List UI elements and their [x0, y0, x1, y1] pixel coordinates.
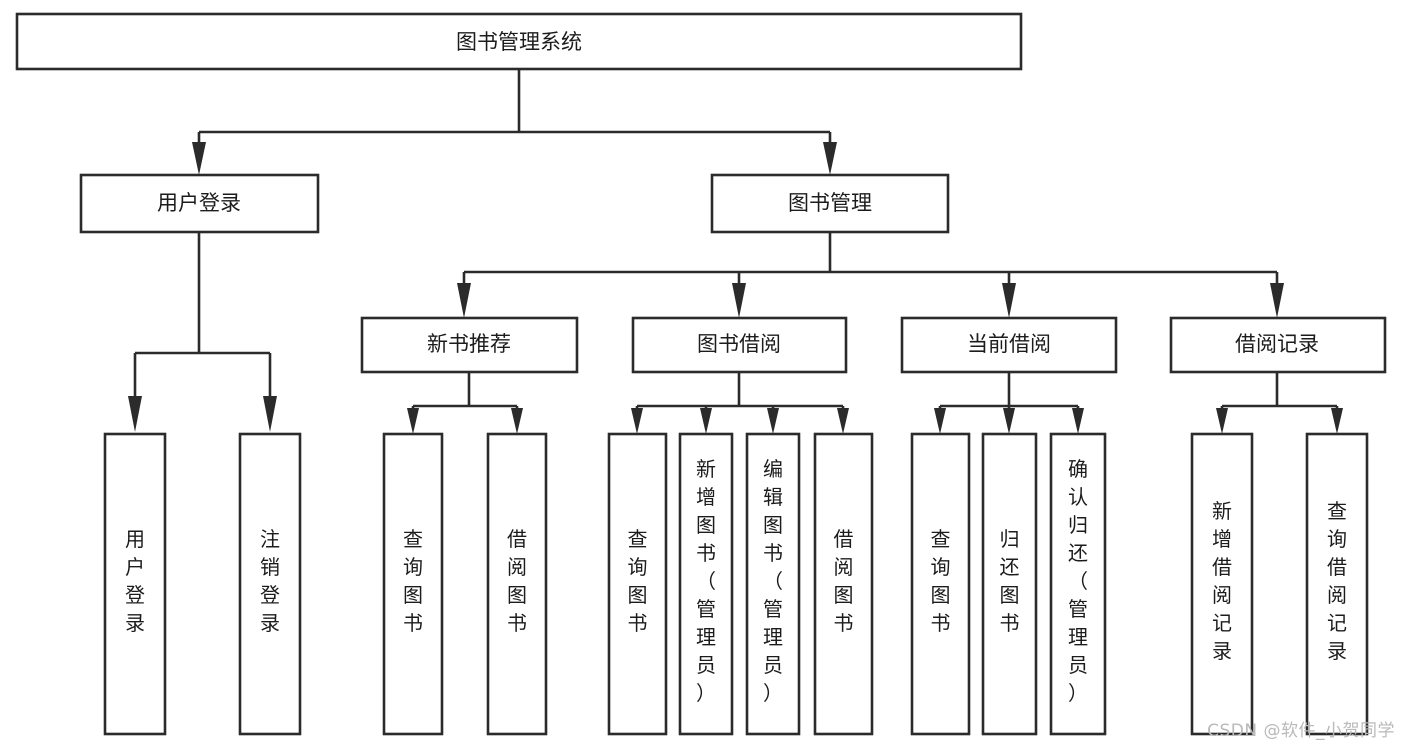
- leaf-book-borrow-1[interactable]: [607, 432, 668, 736]
- node-current-borrow[interactable]: 当前借阅: [900, 316, 1118, 374]
- node-book-management[interactable]: 图书管理: [710, 173, 950, 234]
- leaf-new-book-2[interactable]: [486, 432, 548, 736]
- leaf-user-login-1[interactable]: [103, 432, 167, 736]
- arrow-current-leaf-1: [934, 408, 946, 434]
- arrow-record-leaf-1: [1216, 408, 1228, 434]
- leaf-current-borrow-1-box[interactable]: [910, 432, 971, 736]
- leaf-borrow-record-2-box[interactable]: [1305, 432, 1369, 736]
- arrow-borrow-leaf-2: [700, 408, 712, 434]
- leaf-label-group: 用户登录 注销登录 查询图书 借阅图书 查询图书 新增图书（管理员） 编辑图书（管理员） 借阅…: [125, 457, 1347, 705]
- leaf-current-borrow-3-label: 确认归还（管理员）: [1068, 457, 1088, 705]
- node-borrow-record[interactable]: 借阅记录: [1169, 316, 1387, 374]
- arrow-current-leaf-3: [1072, 408, 1084, 434]
- node-user-login[interactable]: 用户登录: [79, 173, 320, 234]
- arrow-root-to-bookmgmt: [823, 142, 837, 175]
- arrow-bookmgmt-to-record: [1270, 283, 1284, 318]
- arrow-bookmgmt-to-current: [1002, 283, 1016, 318]
- leaf-current-borrow-1[interactable]: [910, 432, 971, 736]
- leaf-new-book-2-box[interactable]: [486, 432, 548, 736]
- node-book-management-label: 图书管理: [788, 191, 872, 215]
- arrow-bookmgmt-to-borrow: [732, 283, 746, 318]
- leaf-user-login-2-box[interactable]: [238, 432, 302, 736]
- node-current-borrow-box[interactable]: [900, 316, 1118, 374]
- node-book-management-box[interactable]: [710, 173, 950, 234]
- arrow-borrow-leaf-1: [631, 408, 643, 434]
- leaf-book-borrow-4-label: 借阅图书: [834, 527, 854, 635]
- node-new-book-recommend-label: 新书推荐: [427, 332, 511, 356]
- leaf-current-borrow-2[interactable]: [981, 432, 1038, 736]
- connector-group: [128, 69, 1343, 434]
- leaf-borrow-record-1-box[interactable]: [1190, 432, 1254, 736]
- leaf-user-login-1-label: 用户登录: [125, 527, 145, 635]
- leaf-borrow-record-2-label: 查询借阅记录: [1327, 499, 1347, 663]
- leaf-new-book-1-label: 查询图书: [403, 527, 423, 635]
- arrow-current-leaf-2: [1003, 408, 1015, 434]
- leaf-book-borrow-2-box[interactable]: [678, 432, 734, 736]
- leaf-current-borrow-2-label: 归还图书: [1000, 527, 1020, 635]
- arrow-newbook-leaf-1: [407, 408, 419, 434]
- node-user-login-label: 用户登录: [157, 191, 241, 215]
- node-borrow-record-label: 借阅记录: [1235, 332, 1319, 356]
- arrow-borrow-leaf-3: [767, 408, 779, 434]
- leaf-book-borrow-1-label: 查询图书: [628, 527, 648, 635]
- node-new-book-recommend[interactable]: 新书推荐: [360, 316, 579, 374]
- leaf-user-login-2-label: 注销登录: [260, 527, 280, 635]
- node-new-book-recommend-box[interactable]: [360, 316, 579, 374]
- leaf-book-borrow-2[interactable]: [678, 432, 734, 736]
- leaf-borrow-record-1-label: 新增借阅记录: [1212, 499, 1232, 663]
- leaf-current-borrow-3-box[interactable]: [1049, 432, 1107, 736]
- leaf-book-borrow-4[interactable]: [813, 432, 874, 736]
- leaf-borrow-record-2[interactable]: [1305, 432, 1369, 736]
- leaf-borrow-record-1[interactable]: [1190, 432, 1254, 736]
- node-root[interactable]: 图书管理系统: [15, 12, 1023, 71]
- arrow-userlogin-leaf-2: [263, 396, 277, 432]
- node-book-borrow-box[interactable]: [631, 316, 848, 374]
- node-book-borrow-label: 图书借阅: [697, 332, 781, 356]
- leaf-book-borrow-3[interactable]: [745, 432, 801, 736]
- watermark-text: CSDN @软件_小贺同学: [1207, 721, 1395, 741]
- leaf-user-login-2[interactable]: [238, 432, 302, 736]
- leaf-current-borrow-3[interactable]: [1049, 432, 1107, 736]
- node-borrow-record-box[interactable]: [1169, 316, 1387, 374]
- leaf-book-borrow-2-label: 新增图书（管理员）: [696, 457, 716, 705]
- leaf-new-book-1-box[interactable]: [382, 432, 444, 736]
- arrow-userlogin-leaf-1: [128, 396, 142, 432]
- leaf-current-borrow-2-box[interactable]: [981, 432, 1038, 736]
- node-root-box[interactable]: [15, 12, 1023, 71]
- leaf-current-borrow-1-label: 查询图书: [931, 527, 951, 635]
- arrow-newbook-leaf-2: [511, 408, 523, 434]
- node-current-borrow-label: 当前借阅: [967, 332, 1051, 356]
- leaf-book-borrow-1-box[interactable]: [607, 432, 668, 736]
- leaf-user-login-1-box[interactable]: [103, 432, 167, 736]
- leaf-new-book-1[interactable]: [382, 432, 444, 736]
- leaf-book-borrow-3-label: 编辑图书（管理员）: [763, 457, 783, 705]
- arrow-root-to-userlogin: [192, 142, 206, 175]
- node-user-login-box[interactable]: [79, 173, 320, 234]
- leaf-new-book-2-label: 借阅图书: [507, 527, 527, 635]
- arrow-bookmgmt-to-newbook: [457, 283, 471, 318]
- arrow-record-leaf-2: [1331, 408, 1343, 434]
- node-book-borrow[interactable]: 图书借阅: [631, 316, 848, 374]
- arrow-borrow-leaf-4: [837, 408, 849, 434]
- leaf-book-borrow-4-box[interactable]: [813, 432, 874, 736]
- node-root-label: 图书管理系统: [456, 30, 582, 54]
- leaf-book-borrow-3-box[interactable]: [745, 432, 801, 736]
